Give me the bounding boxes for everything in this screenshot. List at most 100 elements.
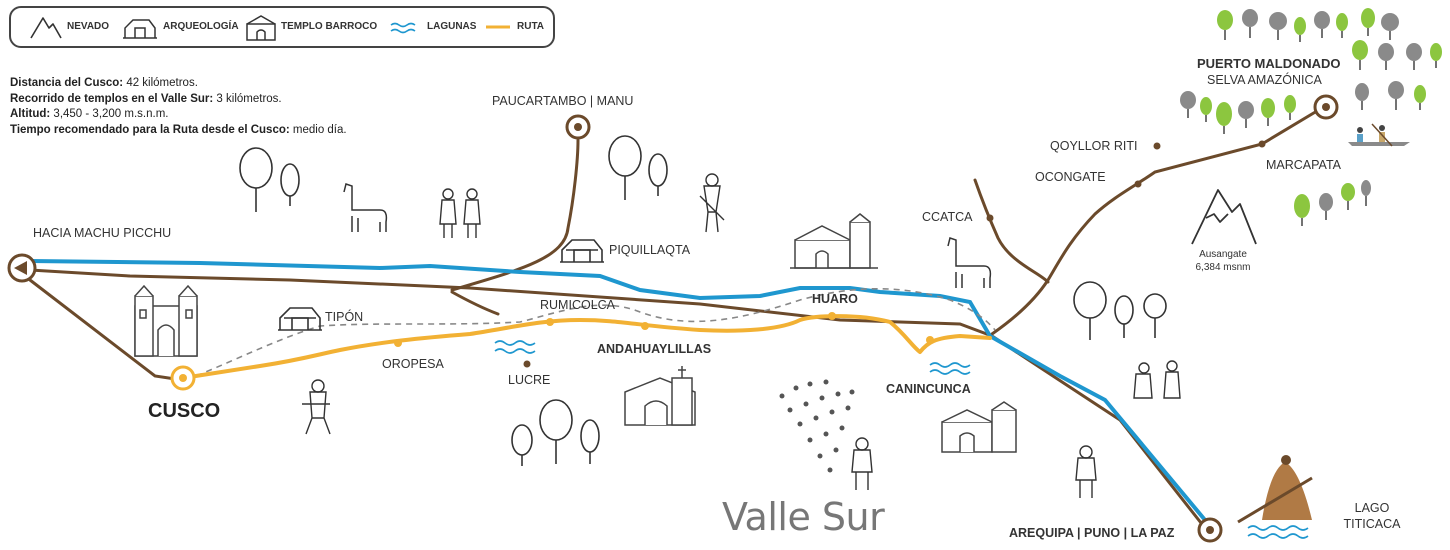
cusco-marker — [170, 365, 196, 391]
legend-arqueologia: ARQUEOLOGÍA — [163, 21, 239, 32]
legend-lagunas: LAGUNAS — [427, 21, 477, 32]
label-ausangate: Ausangate 6,384 msnm — [1188, 248, 1258, 274]
green-tree-icon — [1180, 91, 1196, 118]
dancer-huaro-icon — [851, 437, 873, 490]
label-marcapata: MARCAPATA — [1266, 158, 1342, 172]
green-tree-icon — [1406, 43, 1422, 70]
musician-icon — [302, 379, 331, 435]
tree-icon — [1114, 295, 1134, 338]
dancer-cusipata-icon — [1075, 445, 1097, 498]
puerto-maldonado-marker — [1313, 94, 1339, 120]
outline-trees — [239, 135, 1167, 466]
green-tree-icon — [1200, 97, 1212, 122]
jungle-trees — [1180, 8, 1442, 226]
flock-icon — [779, 379, 855, 473]
vilcanota-river — [28, 259, 1207, 522]
label-huaro: HUARO — [812, 292, 858, 306]
info-altitude: Altitud: 3,450 - 3,200 m.s.n.m. — [10, 108, 169, 120]
arqueologia-icon — [123, 19, 157, 39]
piquillaqta-ruins-icon — [560, 239, 604, 263]
stop-canincunca — [926, 336, 934, 344]
ruta-line-icon — [486, 25, 510, 29]
lagunas-icon — [390, 22, 416, 34]
canincunca-chapel-icon — [941, 401, 1017, 453]
info-distance: Distancia del Cusco: 42 kilómetros. — [10, 77, 198, 89]
ausangate-mountain-icon — [1191, 189, 1257, 245]
label-paucartambo: PAUCARTAMBO | MANU — [492, 94, 634, 108]
reed-boat-icon — [1237, 455, 1313, 524]
info-temples: Recorrido de templos en el Valle Sur: 3 … — [10, 92, 282, 105]
label-puerto-maldonado: PUERTO MALDONADO — [1197, 56, 1341, 71]
andahuaylillas-church-icon — [624, 366, 696, 426]
green-tree-icon — [1319, 193, 1333, 220]
dot-qoyllor — [1153, 142, 1161, 150]
dancer-icon — [699, 173, 725, 233]
canoe-icon — [1348, 123, 1410, 147]
stop-oropesa — [394, 339, 402, 347]
tree-icon — [239, 147, 273, 212]
green-tree-icon — [1294, 194, 1310, 226]
label-selva: SELVA AMAZÓNICA — [1207, 73, 1322, 87]
stop-rumicolca — [546, 318, 554, 326]
paucartambo-marker — [565, 114, 591, 140]
label-machu-picchu: HACIA MACHU PICCHU — [33, 226, 172, 240]
road-ocongate — [990, 106, 1324, 336]
huaro-church-icon — [790, 213, 878, 269]
road-network — [28, 106, 1324, 530]
label-qoyllor-riti: QOYLLOR RITI — [1050, 139, 1138, 153]
green-tree-icon — [1216, 102, 1232, 134]
route-info: Distancia del Cusco: 42 kilómetros. Reco… — [10, 76, 347, 138]
llama-icon — [343, 183, 388, 232]
label-ccatca: CCATCA — [922, 210, 973, 224]
tipon-ruins-icon — [278, 307, 322, 331]
dot-ocongate — [1134, 180, 1142, 188]
tree-icon — [1143, 293, 1167, 338]
label-cusco: CUSCO — [148, 400, 221, 422]
machu-picchu-marker — [7, 253, 37, 283]
green-tree-icon — [1242, 9, 1258, 38]
label-tipon: TIPÓN — [325, 310, 364, 324]
label-canincunca: CANINCUNCA — [886, 382, 971, 396]
lagoon-canincunca-icon — [929, 362, 971, 375]
green-tree-icon — [1430, 43, 1442, 68]
templo-icon — [246, 15, 276, 41]
tree-icon — [539, 399, 573, 464]
green-tree-icon — [1381, 13, 1399, 40]
label-lago-titicaca: LAGO TITICACA — [1340, 500, 1404, 532]
label-arequipa-puno-lapaz: AREQUIPA | PUNO | LA PAZ — [1009, 526, 1175, 540]
label-piquillaqta: PIQUILLAQTA — [609, 243, 691, 257]
info-time: Tiempo recomendado para la Ruta desde el… — [10, 123, 347, 136]
arequipa-marker — [1197, 517, 1223, 543]
label-oropesa: OROPESA — [382, 357, 444, 371]
green-tree-icon — [1269, 12, 1287, 40]
legend-ruta: RUTA — [517, 21, 545, 32]
tree-icon — [580, 419, 600, 464]
green-tree-icon — [1414, 85, 1426, 110]
label-ocongate: OCONGATE — [1035, 170, 1106, 184]
green-tree-icon — [1361, 8, 1375, 36]
road-branch-lucre — [450, 290, 500, 316]
green-tree-icon — [1238, 101, 1254, 128]
weavers-icon — [1133, 360, 1181, 399]
tree-icon — [608, 135, 642, 200]
label-rumicolca: RUMICOLCA — [540, 298, 616, 312]
road-paucartambo — [450, 138, 580, 292]
dot-ccatca — [986, 214, 994, 222]
tree-icon — [1073, 281, 1107, 340]
map-title: Valle Sur — [722, 495, 885, 539]
map-legend: NEVADO ARQUEOLOGÍA TEMPLO BARROCO LAGUNA… — [9, 6, 555, 48]
green-tree-icon — [1352, 40, 1368, 70]
lagoon-icon — [494, 340, 536, 354]
green-tree-icon — [1314, 11, 1330, 38]
lagoon-titicaca-icon — [1247, 525, 1309, 539]
titicaca-word: TITICACA — [1343, 517, 1401, 531]
dot-lucre — [523, 360, 531, 368]
road-main-south — [28, 268, 1207, 530]
cusco-cathedral-icon — [134, 284, 198, 357]
tree-icon — [648, 153, 668, 196]
legend-nevado: NEVADO — [67, 21, 110, 32]
yellow-route — [181, 314, 992, 380]
stop-andahuaylillas — [641, 322, 649, 330]
label-andahuaylillas: ANDAHUAYLILLAS — [597, 342, 712, 356]
